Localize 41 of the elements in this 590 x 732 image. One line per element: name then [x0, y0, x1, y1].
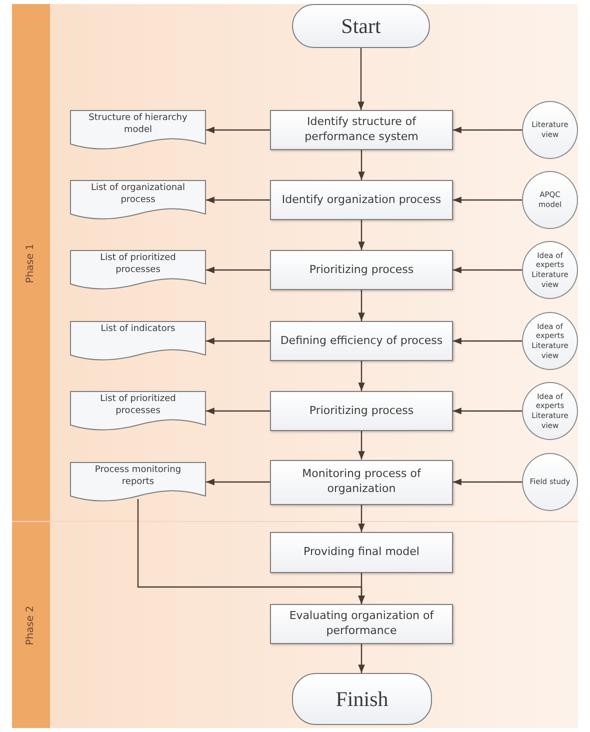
arrow — [358, 150, 365, 180]
arrow — [206, 266, 270, 274]
arrow — [206, 126, 270, 134]
process-box: Defining efficiency of process — [270, 321, 453, 361]
arrow — [453, 126, 522, 134]
arrow — [206, 196, 270, 204]
arrow — [137, 499, 365, 604]
terminal-pill: Finish — [292, 673, 432, 725]
arrow — [358, 504, 365, 532]
arrow — [358, 290, 365, 321]
arrow — [206, 408, 270, 414]
phase-lane — [12, 4, 578, 522]
terminal-pill: Start — [292, 4, 430, 48]
phase-lane — [12, 522, 578, 728]
document-shape: Process monitoring reports — [70, 462, 206, 502]
process-box: Monitoring process of organization — [270, 460, 453, 504]
document-shape: List of organizational process — [70, 180, 206, 220]
phase-label: Phase 2 — [26, 605, 36, 645]
arrow — [453, 338, 522, 344]
arrow — [453, 478, 522, 486]
document-shape: List of indicators — [70, 321, 206, 361]
process-box: Identify structure of performance system — [270, 110, 453, 150]
process-box: Prioritizing process — [270, 250, 453, 290]
document-shape: List of prioritized processes — [70, 391, 206, 431]
document-shape: List of prioritized processes — [70, 250, 206, 290]
arrow — [453, 266, 522, 274]
process-box: Providing final model — [270, 532, 453, 573]
arrow — [453, 408, 522, 414]
arrow — [358, 48, 364, 110]
process-box: Identify organization process — [270, 180, 453, 220]
phase-label: Phase 1 — [26, 243, 36, 283]
process-box: Evaluating organization of performance — [270, 604, 453, 644]
arrow — [206, 478, 270, 486]
arrow — [358, 431, 365, 460]
arrow — [358, 361, 365, 391]
arrow — [358, 220, 365, 250]
document-shape: Structure of hierarchy model — [70, 110, 206, 150]
arrow — [206, 338, 270, 344]
arrow — [453, 196, 522, 204]
arrow — [358, 644, 365, 673]
process-box: Prioritizing process — [270, 391, 453, 431]
